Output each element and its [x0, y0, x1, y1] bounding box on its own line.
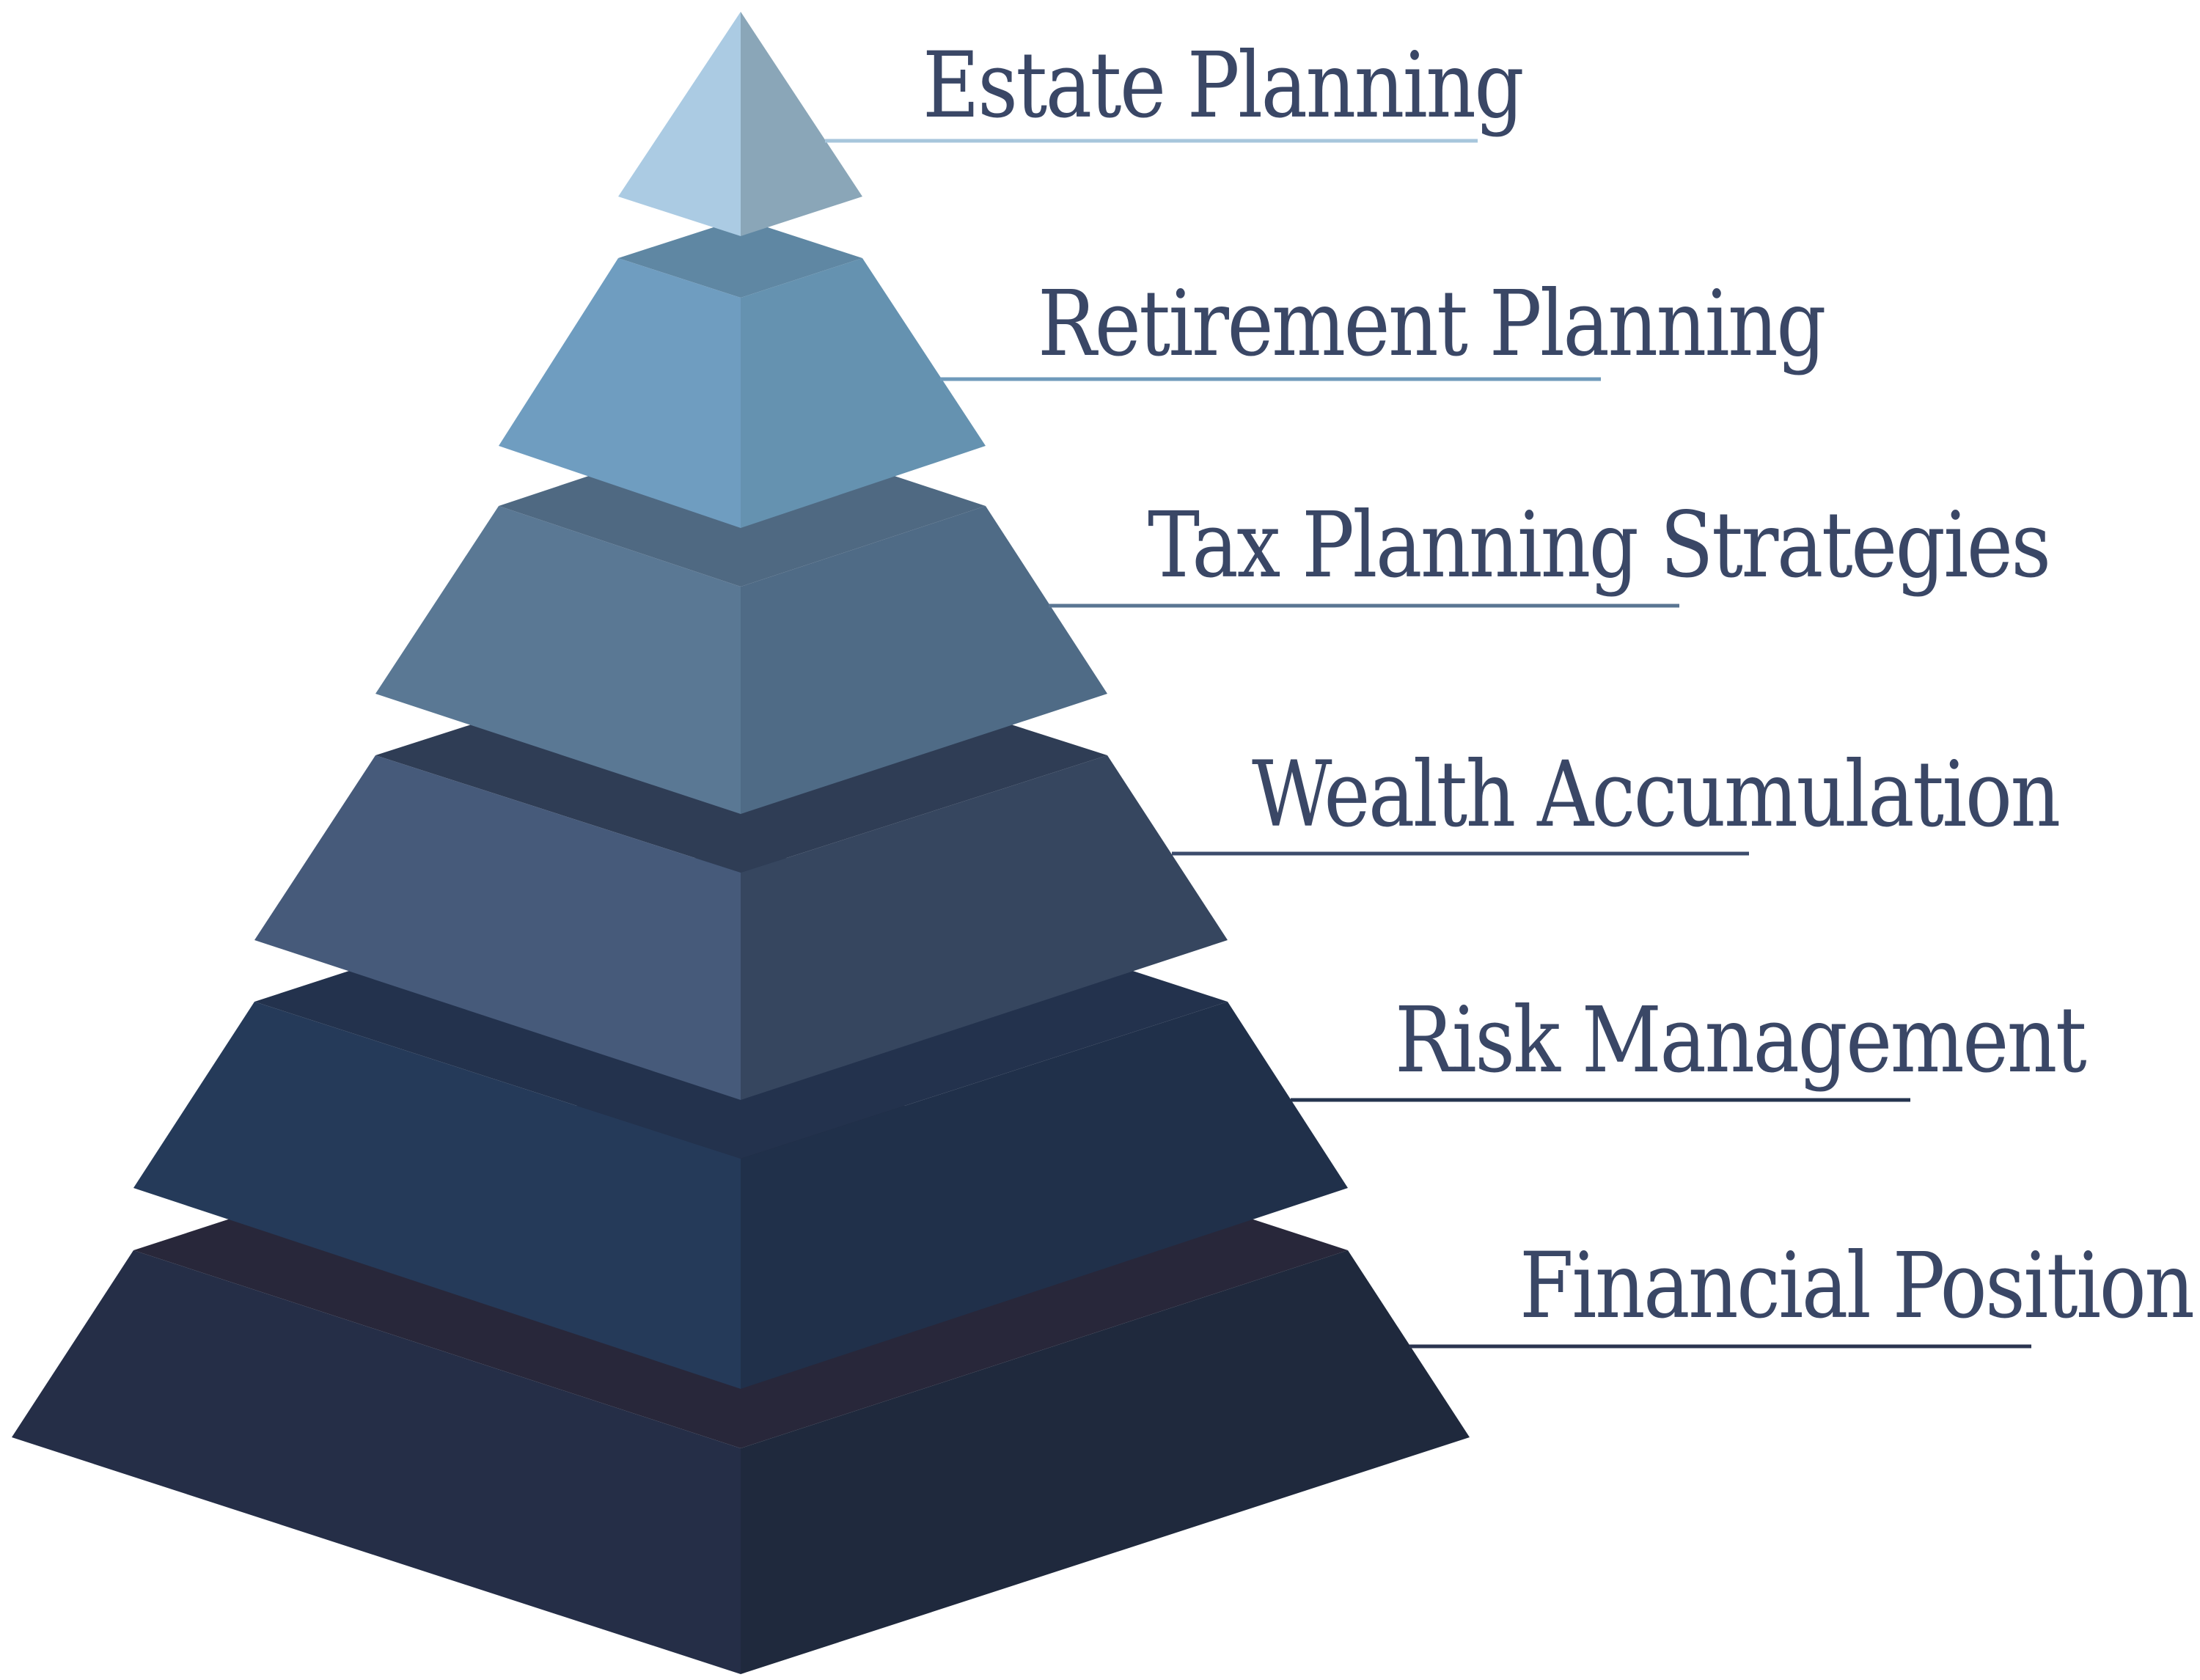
- tier-label-risk-management: Risk Management: [1395, 988, 2087, 1093]
- tier-risk-management-left-face: [133, 1002, 741, 1389]
- tier-tax-planning-strategies-left-face: [375, 506, 741, 814]
- tier-label-tax-planning-strategies: Tax Planning Strategies: [1148, 493, 2051, 598]
- tier-financial-position-left-face: [12, 1250, 741, 1674]
- tier-estate-planning-right-face: [741, 12, 862, 236]
- tier-retirement-planning-top-face: [618, 219, 862, 298]
- tier-financial-position-right-face: [741, 1250, 1470, 1674]
- tier-estate-planning-left-face: [618, 12, 741, 236]
- tier-label-retirement-planning: Retirement Planning: [1038, 271, 1827, 377]
- tier-label-estate-planning: Estate Planning: [923, 33, 1525, 139]
- tier-retirement-planning-left-face: [499, 258, 741, 528]
- tier-wealth-accumulation-left-face: [254, 755, 741, 1100]
- tier-wealth-accumulation-right-face: [741, 755, 1228, 1100]
- tier-label-financial-position: Financial Position: [1519, 1233, 2195, 1339]
- tier-tax-planning-strategies-right-face: [741, 506, 1107, 814]
- tier-retirement-planning-right-face: [741, 258, 986, 528]
- tier-risk-management-right-face: [741, 1002, 1348, 1389]
- tier-label-wealth-accumulation: Wealth Accumulation: [1252, 742, 2061, 848]
